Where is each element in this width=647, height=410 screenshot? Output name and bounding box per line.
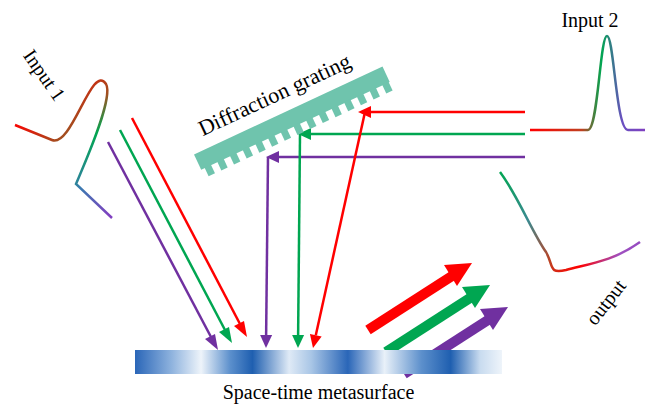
reflected-beam (310, 112, 365, 348)
input-pulse (15, 80, 112, 218)
output-label: output (582, 276, 629, 329)
diffraction-grating: Diffraction grating (180, 10, 410, 200)
input-pulse (530, 36, 645, 130)
reflected-beam (292, 134, 304, 348)
reflected-beam (260, 157, 272, 348)
output-pulse (500, 172, 640, 271)
input-label: Input 2 (561, 10, 618, 30)
metasurface-bar: Space-time metasurface (135, 350, 502, 374)
input-label: Input 1 (20, 46, 69, 104)
grating-shape (180, 10, 410, 200)
metasurface-label: Space-time metasurface (223, 382, 415, 402)
